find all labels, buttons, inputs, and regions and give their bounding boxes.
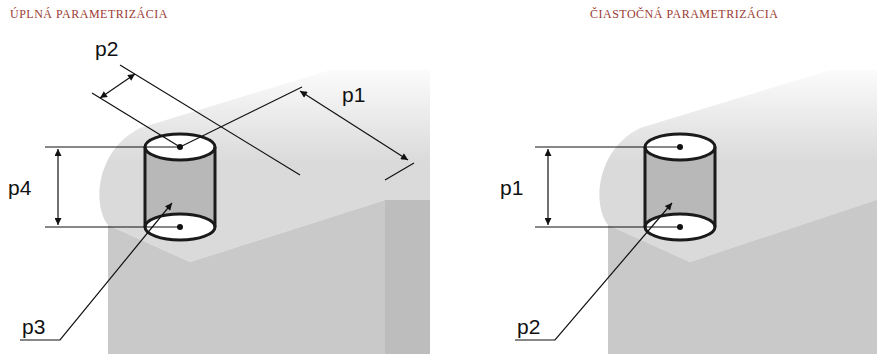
panel-title: ČIASTOČNÁ PARAMETRIZÁCIA: [590, 8, 778, 20]
panel-title: ÚPLNÁ PARAMETRIZÁCIA: [10, 8, 168, 20]
dimension-label: p2: [95, 38, 118, 59]
block-full: [20, 60, 440, 354]
block-partial: [515, 60, 877, 354]
dimension-label: p2: [517, 316, 540, 337]
dimension-label: p4: [8, 177, 31, 198]
dimension-label: p1: [342, 84, 365, 105]
dimension-label: p1: [500, 177, 523, 198]
dimension-label: p3: [22, 316, 45, 337]
